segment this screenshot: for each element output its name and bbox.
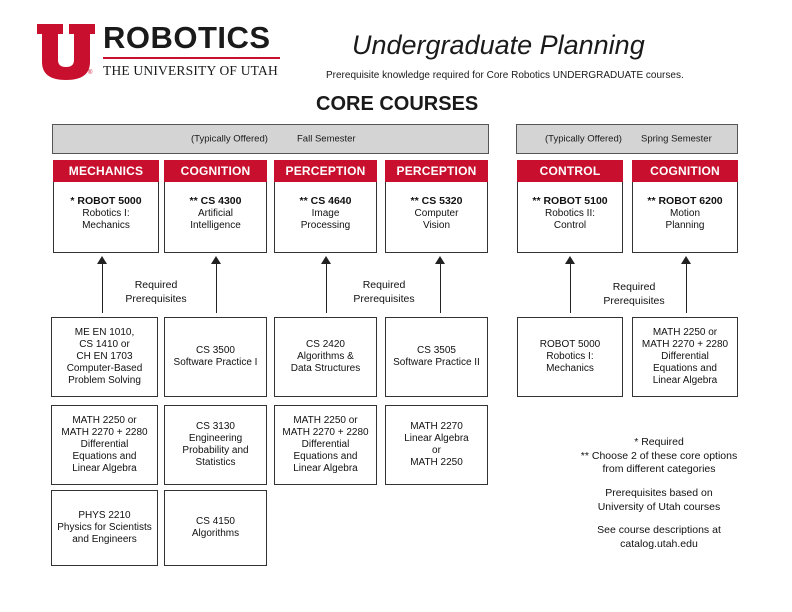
- course-info: ** CS 4640 Image Processing: [275, 195, 376, 232]
- category-label: MECHANICS: [53, 160, 159, 182]
- course-info: ** ROBOT 5100 Robotics II: Control: [518, 195, 622, 232]
- course-name: Artificial Intelligence: [190, 207, 241, 231]
- course-info: ** CS 4300 Artificial Intelligence: [165, 195, 266, 232]
- course-code: ** CS 4300: [189, 195, 242, 207]
- note-prereqs-based: Prerequisites based on University of Uta…: [597, 486, 721, 513]
- prereq-box: PHYS 2210 Physics for Scientists and Eng…: [51, 490, 158, 566]
- prereq-text: MATH 2250 or MATH 2270 + 2280 Differenti…: [61, 415, 148, 474]
- logo-divider: [103, 57, 280, 59]
- arrow-up-icon: [435, 256, 445, 313]
- spacer: [555, 514, 763, 524]
- section-title: CORE COURSES: [316, 93, 479, 115]
- category-label: COGNITION: [632, 160, 738, 182]
- prereq-text: CS 3500 Software Practice I: [173, 345, 258, 368]
- block-u-icon: [37, 24, 95, 80]
- prereq-text: PHYS 2210 Physics for Scientists and Eng…: [57, 510, 152, 545]
- spring-semester-label: Spring Semester: [641, 133, 712, 145]
- category-label: PERCEPTION: [385, 160, 488, 182]
- spacer: [555, 477, 763, 487]
- spring-offered-label: (Typically Offered): [545, 133, 622, 145]
- prereq-box: ROBOT 5000 Robotics I: Mechanics: [517, 317, 623, 397]
- course-name: Motion Planning: [665, 207, 705, 231]
- note-choose: ** Choose 2 of these core options from d…: [580, 449, 738, 476]
- prereq-box: CS 3505 Software Practice II: [385, 317, 488, 397]
- page-title: Undergraduate Planning: [352, 30, 645, 60]
- course-code: ** ROBOT 5100: [532, 195, 608, 207]
- university-u-logo: [37, 24, 95, 80]
- prereq-text: MATH 2250 or MATH 2270 + 2280 Differenti…: [641, 327, 729, 386]
- required-prerequisites-label: Required Prerequisites: [603, 281, 665, 307]
- prereq-box: CS 4150 Algorithms: [164, 490, 267, 566]
- course-card-robot-5100: CONTROL ** ROBOT 5100 Robotics II: Contr…: [517, 160, 623, 253]
- course-card-cs-4640: PERCEPTION ** CS 4640 Image Processing: [274, 160, 377, 253]
- prereq-text: CS 4150 Algorithms: [191, 516, 240, 539]
- note-required: * Required: [634, 436, 684, 448]
- page-subtitle: Prerequisite knowledge required for Core…: [326, 70, 684, 81]
- registered-mark: ®: [88, 70, 93, 76]
- prereq-box: ME EN 1010, CS 1410 or CH EN 1703 Comput…: [51, 317, 158, 397]
- prereq-text: ROBOT 5000 Robotics I: Mechanics: [539, 339, 601, 374]
- logo-subtitle: THE UNIVERSITY OF UTAH: [103, 63, 278, 78]
- prereq-text: CS 2420 Algorithms & Data Structures: [290, 339, 361, 374]
- logo-title: ROBOTICS: [103, 20, 271, 55]
- notes-block: * Required ** Choose 2 of these core opt…: [555, 436, 763, 551]
- course-info: ** CS 5320 Computer Vision: [386, 195, 487, 232]
- course-card-robot-6200: COGNITION ** ROBOT 6200 Motion Planning: [632, 160, 738, 253]
- prereq-text: MATH 2270 Linear Algebra or MATH 2250: [404, 421, 469, 468]
- course-card-cs-4300: COGNITION ** CS 4300 Artificial Intellig…: [164, 160, 267, 253]
- course-code: ** CS 4640: [299, 195, 352, 207]
- course-code: * ROBOT 5000: [70, 195, 142, 207]
- course-code: ** CS 5320: [410, 195, 463, 207]
- required-prerequisites-label: Required Prerequisites: [125, 279, 187, 305]
- course-code: ** ROBOT 6200: [647, 195, 723, 207]
- prereq-text: CS 3505 Software Practice II: [393, 345, 480, 368]
- prereq-box: MATH 2250 or MATH 2270 + 2280 Differenti…: [632, 317, 738, 397]
- course-name: Image Processing: [300, 207, 351, 231]
- category-label: PERCEPTION: [274, 160, 377, 182]
- arrow-up-icon: [97, 256, 107, 313]
- prereq-box: CS 2420 Algorithms & Data Structures: [274, 317, 377, 397]
- category-label: COGNITION: [164, 160, 267, 182]
- course-name: Computer Vision: [414, 207, 459, 231]
- course-name: Robotics I: Mechanics: [82, 207, 130, 231]
- course-info: ** ROBOT 6200 Motion Planning: [633, 195, 737, 232]
- prereq-box: MATH 2250 or MATH 2270 + 2280 Differenti…: [274, 405, 377, 485]
- fall-offered-label: (Typically Offered): [191, 133, 268, 145]
- prereq-text: MATH 2250 or MATH 2270 + 2280 Differenti…: [282, 415, 369, 474]
- course-card-cs-5320: PERCEPTION ** CS 5320 Computer Vision: [385, 160, 488, 253]
- required-prerequisites-label: Required Prerequisites: [353, 279, 415, 305]
- prereq-box: MATH 2250 or MATH 2270 + 2280 Differenti…: [51, 405, 158, 485]
- category-label: CONTROL: [517, 160, 623, 182]
- prereq-box: MATH 2270 Linear Algebra or MATH 2250: [385, 405, 488, 485]
- fall-semester-bar: (Typically Offered) Fall Semester: [52, 124, 489, 154]
- note-catalog: See course descriptions at catalog.utah.…: [597, 524, 721, 550]
- arrow-up-icon: [321, 256, 331, 313]
- course-info: * ROBOT 5000 Robotics I: Mechanics: [54, 195, 158, 232]
- prereq-text: ME EN 1010, CS 1410 or CH EN 1703 Comput…: [66, 327, 143, 386]
- arrow-up-icon: [565, 256, 575, 313]
- course-card-robot-5000: MECHANICS * ROBOT 5000 Robotics I: Mecha…: [53, 160, 159, 253]
- arrow-up-icon: [211, 256, 221, 313]
- spring-semester-bar: (Typically Offered) Spring Semester: [516, 124, 738, 154]
- prereq-box: CS 3500 Software Practice I: [164, 317, 267, 397]
- prereq-box: CS 3130 Engineering Probability and Stat…: [164, 405, 267, 485]
- fall-semester-label: Fall Semester: [297, 133, 356, 145]
- prereq-text: CS 3130 Engineering Probability and Stat…: [182, 421, 249, 468]
- arrow-up-icon: [681, 256, 691, 313]
- course-name: Robotics II: Control: [544, 207, 596, 231]
